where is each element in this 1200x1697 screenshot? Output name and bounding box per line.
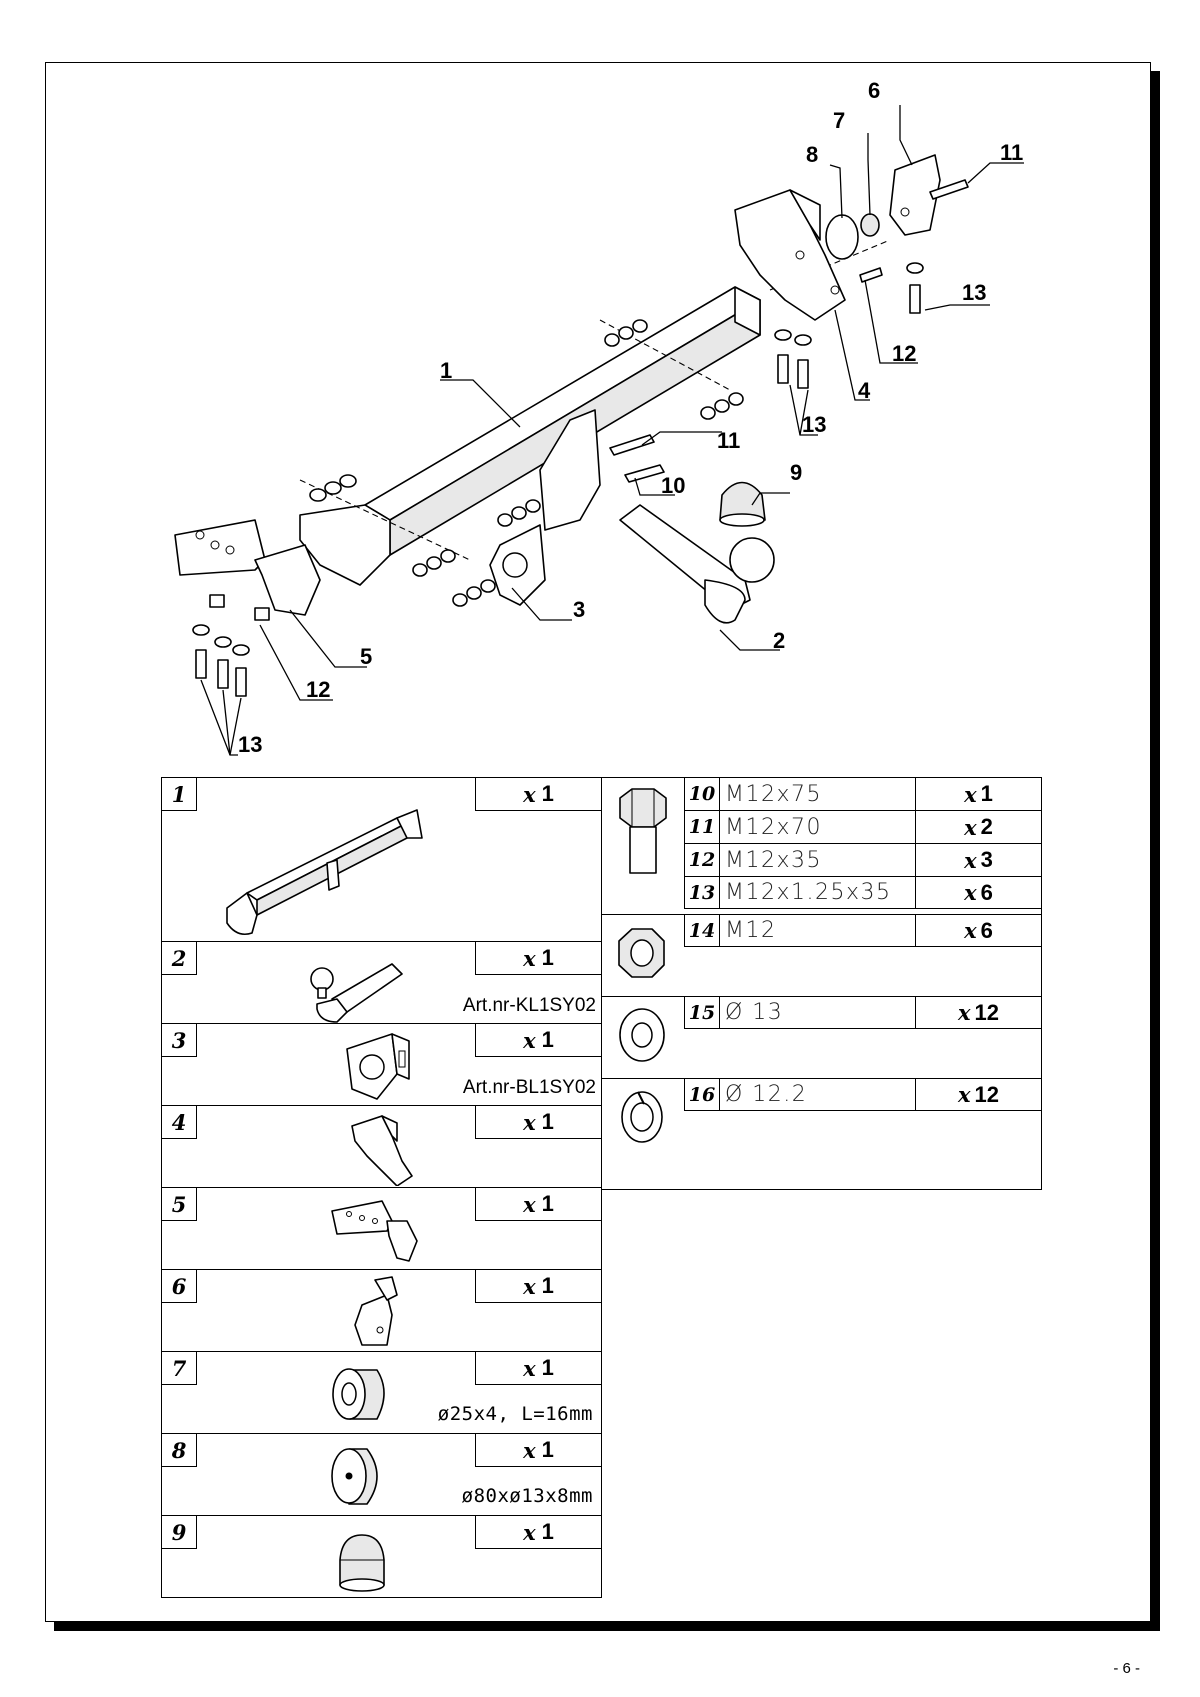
part-number: 6 xyxy=(162,1270,197,1303)
right-bracket-drawing xyxy=(734,189,846,321)
ball-cap-icon xyxy=(339,1534,385,1592)
part-number: 4 xyxy=(162,1106,197,1139)
washer-icon xyxy=(619,1008,665,1062)
hex-bolt-icon xyxy=(619,788,667,874)
top-bracket-drawing xyxy=(889,154,941,236)
left-bolts-drawing xyxy=(192,594,270,697)
disc-icon xyxy=(331,1448,378,1505)
callout-11-right: 11 xyxy=(1000,140,1023,165)
part-number: 8 xyxy=(162,1434,197,1467)
exploded-assembly-diagram: 1 2 3 4 5 6 7 8 9 10 11 11 12 12 13 13 1… xyxy=(174,78,1024,757)
callout-2: 2 xyxy=(773,628,785,653)
part-article-number: Art.nr-KL1SY02 xyxy=(462,995,596,1016)
part-number: 5 xyxy=(162,1188,197,1221)
callout-6: 6 xyxy=(868,78,880,103)
callout-5: 5 xyxy=(360,644,372,669)
nut-washer-groups-drawing xyxy=(309,319,744,607)
part-number: 2 xyxy=(162,942,197,975)
part-number: 1 xyxy=(162,778,197,811)
towbar-ball-drawing xyxy=(619,504,775,624)
callout-13-middle: 13 xyxy=(802,412,826,437)
leader-lines xyxy=(200,105,1024,756)
hex-nut-icon xyxy=(618,928,665,978)
part-dimension: ø25x4, L=16mm xyxy=(437,1403,593,1425)
part-article-number: Art.nr-BL1SY02 xyxy=(462,1077,596,1098)
spacer-icon xyxy=(332,1368,385,1420)
disc-drawing xyxy=(825,214,859,260)
callout-12-left: 12 xyxy=(306,677,330,702)
spring-washer-icon xyxy=(621,1091,663,1143)
ball-cap-drawing xyxy=(719,481,766,527)
callout-10: 10 xyxy=(661,473,685,498)
top-bracket-icon xyxy=(354,1276,398,1346)
callout-8: 8 xyxy=(806,142,818,167)
callout-9: 9 xyxy=(790,460,802,485)
part-number: 3 xyxy=(162,1024,197,1057)
callout-3: 3 xyxy=(573,597,585,622)
spacer-drawing xyxy=(860,213,880,237)
left-bracket-drawing xyxy=(174,519,321,616)
callout-12-right: 12 xyxy=(892,341,916,366)
callout-7: 7 xyxy=(833,108,845,133)
page-number: - 6 - xyxy=(1113,1660,1140,1677)
part-number: 7 xyxy=(162,1352,197,1385)
part-number: 9 xyxy=(162,1516,197,1549)
callout-13-left: 13 xyxy=(238,732,262,757)
middle-bolts-drawing xyxy=(609,434,665,483)
crossbar-bracket-drawing xyxy=(539,409,601,531)
callout-1: 1 xyxy=(440,358,452,383)
callout-4: 4 xyxy=(858,378,871,403)
towbar-ball-icon xyxy=(310,963,403,1023)
right-bracket-icon xyxy=(351,1115,413,1186)
right-bolts-drawing xyxy=(774,179,969,389)
left-bracket-icon xyxy=(331,1200,418,1262)
socket-plate-icon xyxy=(346,1033,410,1100)
crossbar-icon xyxy=(226,809,423,936)
callout-11-middle: 11 xyxy=(717,428,740,453)
part-dimension: ø80xø13x8mm xyxy=(461,1485,593,1507)
callout-13-right: 13 xyxy=(962,280,986,305)
socket-plate-drawing xyxy=(489,524,546,606)
page-frame xyxy=(45,62,1151,1622)
